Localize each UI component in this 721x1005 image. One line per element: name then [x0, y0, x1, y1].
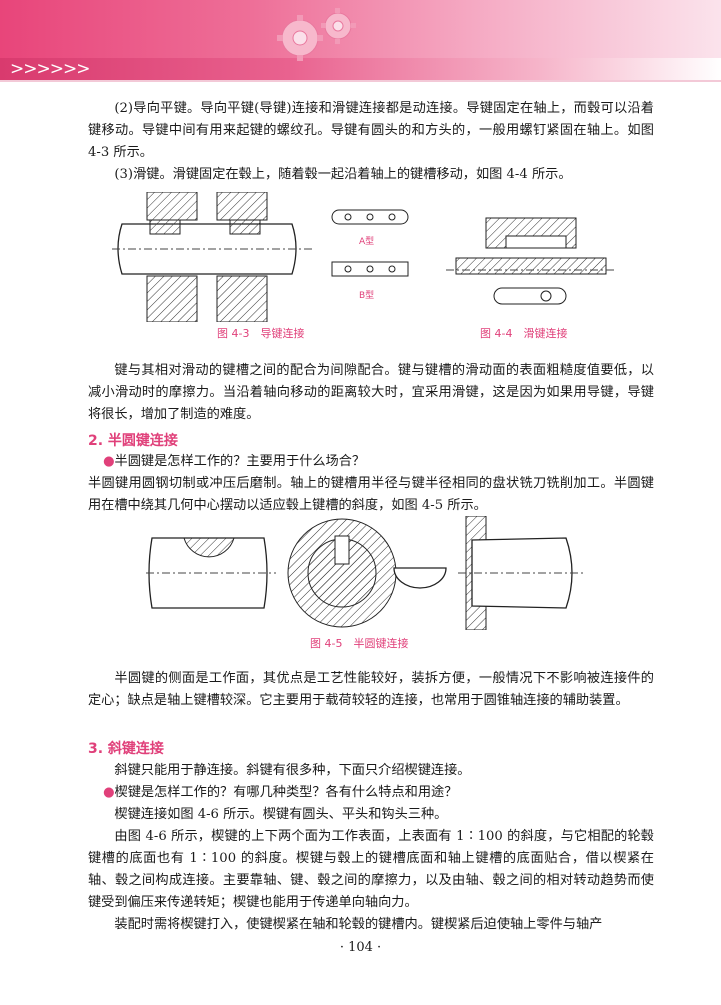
- paragraph-woodruff-advantages: 半圆键的侧面是工作面，其优点是工艺性能较好，装拆方便，一般情况下不影响被连接件的…: [88, 671, 654, 708]
- paragraph-sliding-key: (3)滑键。滑键固定在毂上，随着毂一起沿着轴上的键槽移动，如图 4-4 所示。: [114, 167, 572, 182]
- section-heading-woodruff-key: 2. 半圆键连接: [88, 433, 178, 449]
- paragraph-woodruff-manufacturing: 半圆键用圆钢切制或冲压后磨制。轴上的键槽用半径与键半径相同的盘状铣刀铣削加工。半…: [88, 476, 654, 513]
- question-woodruff-key: ●半圆键是怎样工作的？主要用于什么场合？: [103, 451, 669, 473]
- label-type-a: A型: [359, 236, 374, 247]
- paragraph-clearance-fit: 键与其相对滑动的键槽之间的配合为间隙配合。键与键槽的滑动面的表面粗糙度值要低，以…: [88, 363, 654, 422]
- page-number: · 104 ·: [339, 940, 382, 955]
- paragraph-taper-key-working: 由图 4-6 所示，楔键的上下两个面为工作表面，上表面有 1∶100 的斜度，与…: [88, 829, 654, 910]
- paragraph-guide-key: (2)导向平键。导向平键(导键)连接和滑键连接都是动连接。导键固定在轴上，而毂可…: [88, 101, 654, 160]
- figure-4-3-caption: 图 4-3 导键连接: [217, 327, 305, 340]
- header-band: [0, 58, 721, 80]
- question-text: 楔键是怎样工作的？有哪几种类型？各有什么特点和用途？: [114, 785, 458, 800]
- label-type-b: B型: [359, 290, 374, 301]
- figure-4-5-caption: 图 4-5 半圆键连接: [310, 637, 409, 650]
- paragraph-taper-key-intro: 斜键只能用于静连接。斜键有很多种，下面只介绍楔键连接。: [114, 763, 471, 778]
- figure-4-4-caption: 图 4-4 滑键连接: [480, 327, 568, 340]
- header-chevrons: >>>>>>: [10, 59, 90, 79]
- section-heading-taper-key: 3. 斜键连接: [88, 741, 164, 757]
- header-divider: [0, 80, 721, 82]
- question-taper-key: ●楔键是怎样工作的？有哪几种类型？各有什么特点和用途？: [103, 782, 669, 804]
- figure-4-3-guide-key: A型 B型: [112, 192, 409, 322]
- bullet-icon: ●: [103, 454, 115, 469]
- paragraph-taper-key-types: 楔键连接如图 4-6 所示。楔键有圆头、平头和钩头三种。: [114, 807, 448, 822]
- figure-4-4-sliding-key: [446, 217, 616, 305]
- gear-icon: [277, 8, 356, 61]
- paragraph-assembly: 装配时需将楔键打入，使键楔紧在轴和轮毂的键槽内。键楔紧后迫使轴上零件与轴产: [114, 917, 603, 932]
- question-text: 半圆键是怎样工作的？主要用于什么场合？: [114, 454, 366, 469]
- bullet-icon: ●: [103, 785, 115, 800]
- figure-4-5-woodruff-key: [146, 516, 584, 630]
